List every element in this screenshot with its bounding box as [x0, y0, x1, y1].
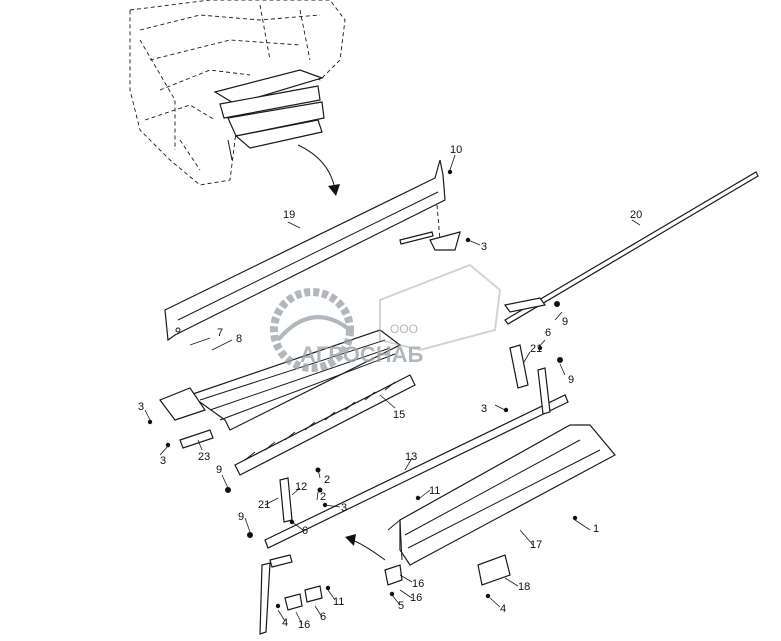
- overview-arrow: [297, 144, 340, 196]
- watermark-logo: ООО АГРОСНАБ: [270, 263, 502, 372]
- callout-3: 3: [341, 502, 347, 514]
- callout-18: 18: [518, 581, 530, 593]
- callout-labels: 10 19 3 20 9 7 8 6 21 9 3 3 15 3 23 13 2…: [138, 144, 642, 631]
- callout-leaders: [144, 154, 641, 625]
- callout-13: 13: [405, 451, 417, 463]
- callout-21: 21: [258, 499, 270, 511]
- callout-6: 6: [320, 611, 326, 623]
- callout-7: 7: [217, 327, 223, 339]
- callout-3: 3: [481, 403, 487, 415]
- callout-9: 9: [562, 316, 568, 328]
- callout-16: 16: [412, 578, 424, 590]
- callout-9: 9: [568, 374, 574, 386]
- callout-9: 9: [238, 511, 244, 523]
- part-19-upper-cover: [164, 159, 446, 342]
- part-17-lower-cover: [387, 424, 616, 566]
- assembly-arrow: [345, 534, 386, 561]
- callout-17: 17: [530, 539, 542, 551]
- callout-16: 16: [410, 592, 422, 604]
- callout-15: 15: [393, 409, 405, 421]
- part-15-guide-assembly: [159, 329, 416, 476]
- callout-2: 2: [324, 474, 330, 486]
- callout-20: 20: [630, 209, 642, 221]
- callout-3: 3: [160, 455, 166, 467]
- callout-11: 11: [429, 485, 440, 497]
- part-21-lever-lower: [259, 477, 293, 635]
- fastener-markers: [147, 169, 578, 609]
- callout-3: 3: [481, 241, 487, 253]
- lower-hardware: [284, 564, 403, 611]
- part-20-rod: [504, 171, 759, 325]
- bracket-upper-right: [399, 204, 461, 251]
- callout-2: 2: [320, 491, 326, 503]
- callout-6: 6: [545, 327, 551, 339]
- callout-4: 4: [282, 617, 288, 629]
- callout-16: 16: [298, 619, 310, 631]
- callout-4: 4: [500, 603, 506, 615]
- callout-12: 12: [295, 481, 307, 493]
- callout-23: 23: [198, 451, 210, 463]
- right-linkage: [503, 297, 547, 389]
- callout-6: 6: [302, 525, 308, 537]
- part-13-shaft: [264, 367, 569, 549]
- machine-overview-illustration: [129, 0, 346, 186]
- callout-10: 10: [450, 144, 462, 156]
- callout-3: 3: [138, 401, 144, 413]
- watermark-company-name: АГРОСНАБ: [300, 342, 424, 367]
- callout-8: 8: [236, 333, 242, 345]
- callout-19: 19: [283, 209, 295, 221]
- part-23-pin: [179, 429, 214, 449]
- callout-5: 5: [398, 600, 404, 612]
- watermark-prefix: ООО: [390, 322, 418, 336]
- callout-11: 11: [333, 596, 344, 608]
- callout-9: 9: [216, 464, 222, 476]
- callout-1: 1: [593, 523, 599, 535]
- part-18-bracket: [477, 554, 511, 586]
